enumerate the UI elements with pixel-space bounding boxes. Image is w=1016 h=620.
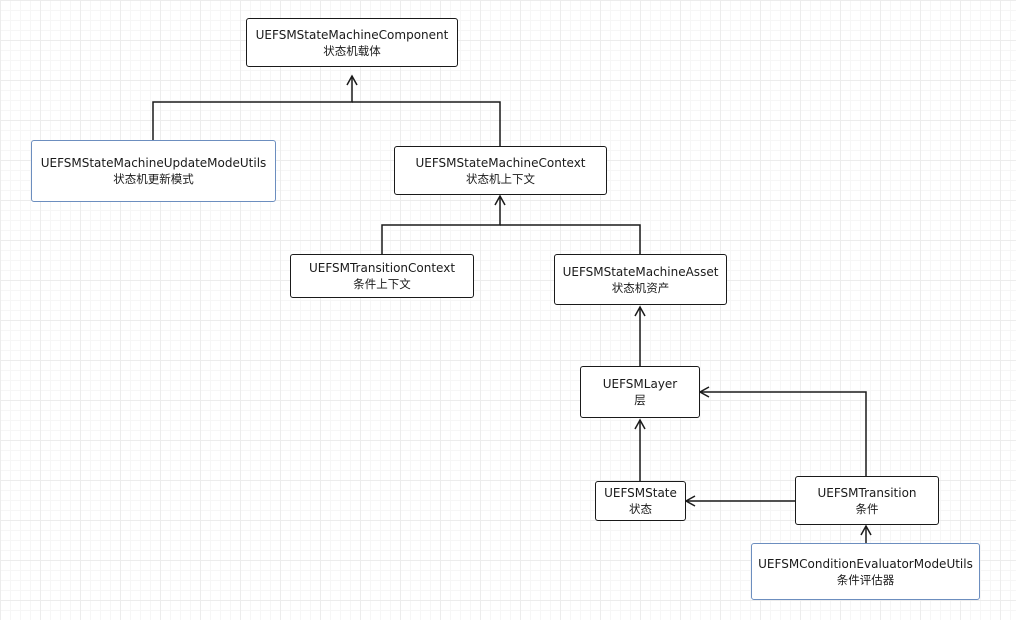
- edge-context-to-component: [352, 101, 501, 146]
- node-layer[interactable]: UEFSMLayer 层: [580, 366, 700, 418]
- node-description: 条件: [855, 501, 879, 516]
- node-update-mode-utils[interactable]: UEFSMStateMachineUpdateModeUtils 状态机更新模式: [31, 140, 276, 202]
- edge-asset-to-context: [500, 224, 641, 254]
- node-transition[interactable]: UEFSMTransition 条件: [795, 476, 939, 525]
- node-description: 状态机更新模式: [113, 172, 194, 186]
- node-name: UEFSMConditionEvaluatorModeUtils: [758, 556, 973, 571]
- node-description: 状态机资产: [611, 280, 670, 295]
- node-name: UEFSMState: [604, 486, 677, 500]
- node-state-machine-context[interactable]: UEFSMStateMachineContext 状态机上下文: [394, 146, 607, 195]
- node-description: 层: [634, 393, 646, 407]
- node-name: UEFSMLayer: [602, 377, 678, 391]
- node-name: UEFSMTransitionContext: [308, 261, 456, 275]
- node-name: UEFSMTransition: [817, 485, 917, 500]
- node-description: 状态: [629, 502, 652, 516]
- node-description: 状态机载体: [323, 43, 381, 58]
- node-state[interactable]: UEFSMState 状态: [595, 481, 686, 521]
- node-name: UEFSMStateMachineComponent: [255, 27, 449, 42]
- node-description: 条件上下文: [353, 277, 411, 291]
- edge-transition-to-layer: [698, 386, 867, 476]
- edge-transition-context-to-context: [381, 194, 506, 254]
- edge-update-utils-to-component: [152, 74, 358, 140]
- node-state-machine-asset[interactable]: UEFSMStateMachineAsset 状态机资产: [554, 254, 727, 305]
- node-name: UEFSMStateMachineContext: [415, 155, 586, 170]
- node-description: 状态机上下文: [466, 171, 535, 186]
- node-name: UEFSMStateMachineAsset: [562, 264, 719, 279]
- node-description: 条件评估器: [836, 572, 895, 587]
- node-transition-context[interactable]: UEFSMTransitionContext 条件上下文: [290, 254, 474, 298]
- node-name: UEFSMStateMachineUpdateModeUtils: [40, 156, 267, 170]
- node-state-machine-component[interactable]: UEFSMStateMachineComponent 状态机载体: [246, 18, 458, 67]
- node-condition-evaluator-utils[interactable]: UEFSMConditionEvaluatorModeUtils 条件评估器: [751, 543, 980, 600]
